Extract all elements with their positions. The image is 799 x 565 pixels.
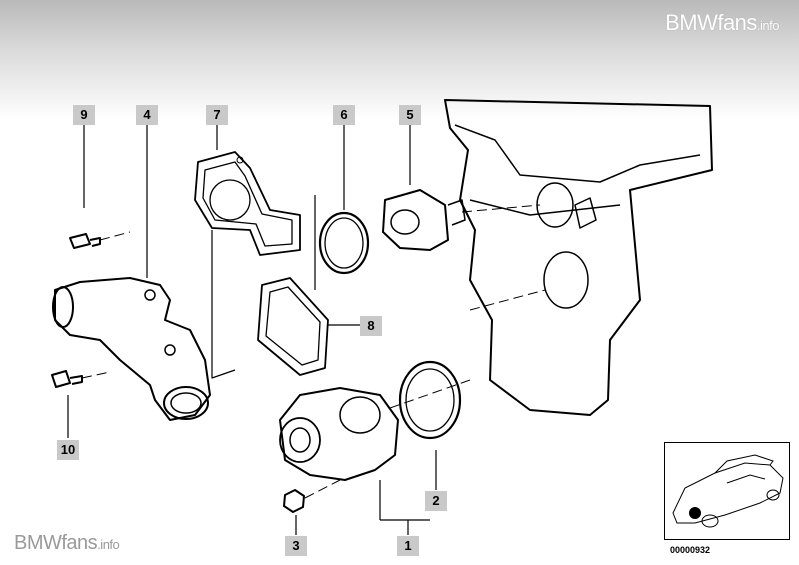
o-ring-6 <box>318 211 370 275</box>
housing-outlet-bottom <box>163 386 209 420</box>
watermark-suffix: .info <box>97 537 120 552</box>
watermark-brand: BMWfans <box>14 532 98 554</box>
header-gradient <box>0 0 799 120</box>
block-tab <box>574 197 597 229</box>
block-port-upper <box>536 182 574 228</box>
engine-block-lip <box>469 199 621 216</box>
watermark-top: BMWfans.info <box>665 10 779 36</box>
watermark-suffix: .info <box>756 18 780 33</box>
o-ring-2 <box>398 360 462 440</box>
housing-outlet-left <box>52 286 74 328</box>
block-port-lower <box>543 251 589 309</box>
nut-3 <box>283 489 305 513</box>
callout-5[interactable]: 5 <box>399 105 421 125</box>
watermark-brand: BMWfans <box>665 10 757 35</box>
callout-3[interactable]: 3 <box>285 536 307 556</box>
bolt-9 <box>69 233 101 249</box>
thermostat-housing <box>54 277 211 421</box>
gasket-7 <box>194 151 301 256</box>
callout-6[interactable]: 6 <box>333 105 355 125</box>
callout-8[interactable]: 8 <box>360 316 382 336</box>
callout-7[interactable]: 7 <box>206 105 228 125</box>
callout-1[interactable]: 1 <box>397 536 419 556</box>
engine-block-detail <box>454 124 701 183</box>
callout-4[interactable]: 4 <box>136 105 158 125</box>
watermark-bottom: BMWfans.info <box>14 532 120 555</box>
gasket-8 <box>257 277 329 376</box>
housing-bolt-hole <box>144 289 156 301</box>
callout-10[interactable]: 10 <box>57 440 79 460</box>
thermostat-5 <box>382 189 449 251</box>
water-pump-1 <box>279 387 399 481</box>
callout-2[interactable]: 2 <box>425 491 447 511</box>
diagram-code: 00000932 <box>670 545 711 555</box>
callout-9[interactable]: 9 <box>73 105 95 125</box>
location-marker <box>689 507 701 519</box>
engine-block <box>444 99 713 416</box>
vehicle-location-inset <box>664 442 790 540</box>
car-outline-icon <box>672 454 784 528</box>
bolt-10 <box>51 370 83 388</box>
